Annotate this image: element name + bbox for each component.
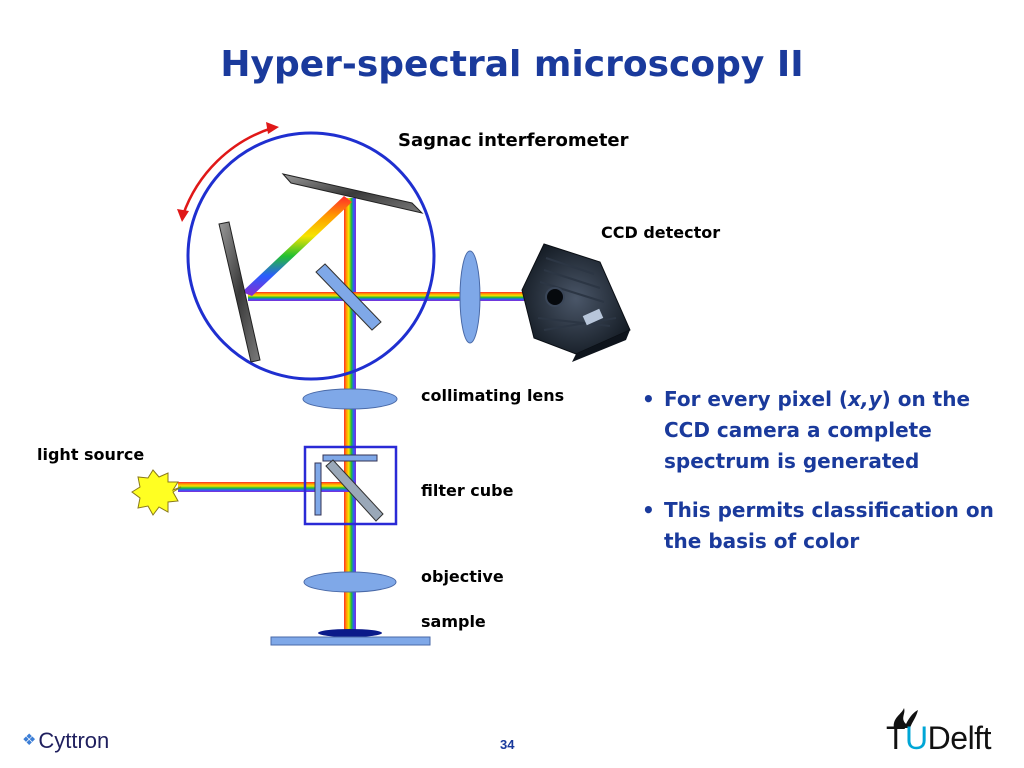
beam-from-source — [178, 482, 350, 492]
label-objective: objective — [421, 567, 504, 586]
light-source-icon — [131, 469, 182, 516]
label-sagnac: Sagnac interferometer — [398, 130, 629, 151]
diamond-star-icon: ❖ — [22, 732, 37, 749]
ccd-camera — [521, 243, 631, 362]
beamsplitter — [315, 263, 382, 331]
slide-title: Hyper-spectral microscopy II — [220, 44, 804, 85]
filter-cube — [303, 445, 398, 526]
beam-to-ccd — [248, 292, 554, 301]
bullet-dot-icon: • — [642, 498, 655, 522]
label-filter-cube: filter cube — [421, 481, 514, 500]
top-mirror — [281, 173, 424, 214]
beam-diagonal — [242, 196, 352, 296]
ccd-lens — [459, 250, 481, 344]
cyttron-logo: ❖Cyttron — [22, 728, 110, 753]
collimating-lens — [302, 388, 398, 410]
beam-vertical — [344, 198, 356, 633]
bullet-item: • For every pixel (x,y) on the CCD camer… — [642, 384, 1012, 477]
bullet-dot-icon: • — [642, 387, 655, 411]
label-sample: sample — [421, 612, 486, 631]
flame-icon — [893, 708, 918, 728]
bullet-item: • This permits classification on the bas… — [642, 495, 1012, 557]
bullet-list: • For every pixel (x,y) on the CCD camer… — [642, 384, 1012, 575]
sample-spot — [318, 629, 382, 637]
rotation-arrow-icon — [177, 122, 279, 222]
tudelft-logo: TUDelft — [886, 704, 1006, 756]
objective-lens — [303, 571, 397, 593]
page-number: 34 — [500, 737, 515, 752]
label-light-source: light source — [37, 445, 145, 464]
left-mirror — [218, 221, 261, 363]
label-ccd: CCD detector — [601, 223, 721, 242]
sagnac-circle — [186, 131, 436, 381]
label-collimating-lens: collimating lens — [421, 386, 565, 405]
sample-slide — [270, 636, 431, 646]
